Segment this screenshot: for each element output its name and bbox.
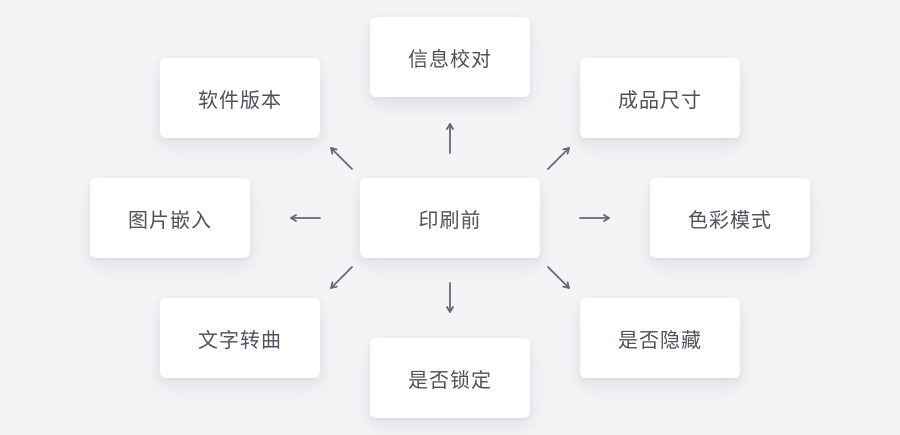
node-image-embed: 图片嵌入 xyxy=(90,178,250,258)
node-text-to-outline: 文字转曲 xyxy=(160,298,320,378)
node-finished-size: 成品尺寸 xyxy=(580,58,740,138)
node-label: 图片嵌入 xyxy=(128,209,212,232)
node-label: 文字转曲 xyxy=(198,329,282,352)
node-software-version: 软件版本 xyxy=(160,58,320,138)
arrow-up-right xyxy=(547,147,570,170)
node-info-proofread: 信息校对 xyxy=(370,17,530,97)
node-is-hidden: 是否隐藏 xyxy=(580,298,740,378)
node-label: 是否隐藏 xyxy=(618,329,702,352)
node-label: 色彩模式 xyxy=(688,209,772,232)
node-label: 成品尺寸 xyxy=(618,89,702,112)
arrow-down-left xyxy=(330,266,353,289)
arrow-up-left xyxy=(330,147,353,170)
node-is-locked: 是否锁定 xyxy=(370,338,530,418)
node-label: 是否锁定 xyxy=(408,369,492,392)
node-color-mode: 色彩模式 xyxy=(650,178,810,258)
node-label: 信息校对 xyxy=(408,48,492,71)
node-label: 印刷前 xyxy=(418,209,482,232)
arrow-down-right xyxy=(547,266,570,289)
node-center-pre-print: 印刷前 xyxy=(360,178,540,258)
node-label: 软件版本 xyxy=(198,89,282,112)
